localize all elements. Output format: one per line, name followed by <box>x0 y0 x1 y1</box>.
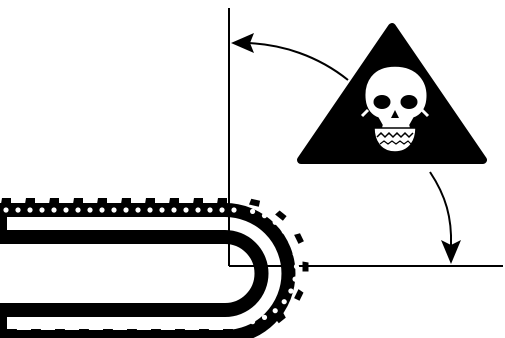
saw-chain-band <box>0 203 296 338</box>
curved-arrow-left <box>231 33 349 81</box>
chain-tooth <box>1 198 11 204</box>
chain-rivet <box>281 228 287 234</box>
chain-tooth <box>103 329 113 335</box>
chain-rivet <box>261 213 268 219</box>
curved-arrow-down <box>429 171 461 264</box>
chain-tooth <box>49 198 59 204</box>
chain-rivet <box>105 320 111 326</box>
chain-rivet <box>75 207 81 213</box>
chain-tooth <box>121 198 131 204</box>
chain-rivet <box>261 314 268 320</box>
chain-tooth <box>127 329 137 335</box>
chain-rivet <box>39 207 45 213</box>
chain-tooth <box>175 329 185 335</box>
chain-rivet <box>63 207 69 213</box>
chain-rivet <box>272 219 278 225</box>
chain-rivet <box>33 320 39 326</box>
chain-rivet <box>201 320 207 326</box>
chain-rivet <box>123 207 129 213</box>
chain-rivet <box>225 320 231 326</box>
chain-rivet <box>189 320 195 326</box>
chain-tooth <box>25 198 35 204</box>
chain-rivet <box>195 207 201 213</box>
chain-rivet <box>288 288 294 294</box>
arrowhead-left-icon <box>231 33 254 53</box>
chain-rivet <box>293 263 300 270</box>
chain-rivet <box>27 207 33 213</box>
chain-tooth <box>217 198 227 204</box>
chain-rivet <box>129 320 135 326</box>
chain-tooth <box>79 329 89 335</box>
chain-tooth <box>97 198 107 204</box>
chain-rivet <box>45 320 51 326</box>
chain-rivet <box>207 207 213 213</box>
chain-rivet <box>15 207 21 213</box>
chain-tooth <box>199 329 209 335</box>
chain-tooth <box>55 329 65 335</box>
chain-rivet <box>141 320 147 326</box>
chain-rivet <box>57 320 63 326</box>
chain-rivet <box>171 207 177 213</box>
chain-rivet <box>51 207 57 213</box>
chain-rivet <box>250 208 256 214</box>
chain-rivet <box>9 320 15 326</box>
chain-rivet <box>99 207 105 213</box>
chain-tooth <box>294 289 304 301</box>
chain-tooth <box>249 198 261 207</box>
chain-rivet <box>272 308 278 314</box>
chain-rivet <box>231 207 237 213</box>
chain-tooth <box>169 198 179 204</box>
chain-tooth <box>145 198 155 204</box>
chain-rivet <box>213 320 219 326</box>
chain-rivet <box>21 320 27 326</box>
chain-rivet <box>288 239 294 245</box>
chain-tooth <box>302 261 309 272</box>
chain-rivet <box>147 207 153 213</box>
reference-axes <box>228 8 503 267</box>
saw-chain-teeth <box>1 198 309 335</box>
saw-chain <box>0 198 309 338</box>
chain-rivet <box>81 320 87 326</box>
chain-rivet <box>69 320 75 326</box>
chain-rivet <box>219 207 225 213</box>
chain-tooth <box>73 198 83 204</box>
chain-tooth <box>275 312 286 324</box>
chain-rivet <box>87 207 93 213</box>
chain-rivet <box>111 207 117 213</box>
chain-rivet <box>177 320 183 326</box>
skull-icon <box>360 65 430 153</box>
chain-rivet <box>93 320 99 326</box>
chain-tooth <box>7 329 17 335</box>
chain-rivet <box>117 320 123 326</box>
chain-rivet <box>292 276 298 282</box>
chain-rivet <box>292 251 298 257</box>
chain-tooth <box>31 329 41 335</box>
chain-rivet <box>237 320 243 326</box>
chain-rivet <box>183 207 189 213</box>
skull-warning-icon <box>297 23 487 164</box>
arrowhead-down-icon <box>441 240 461 264</box>
chain-rivet <box>135 207 141 213</box>
chain-rivet <box>281 299 287 305</box>
chain-tooth <box>151 329 161 335</box>
chain-rivet <box>165 320 171 326</box>
chain-tooth <box>275 210 287 221</box>
chain-rivet <box>153 320 159 326</box>
chain-rivet <box>3 207 9 213</box>
saw-chain-rivets <box>3 207 300 326</box>
chain-tooth <box>193 198 203 204</box>
chain-tooth <box>249 326 260 335</box>
chain-rivet <box>250 319 256 325</box>
chain-tooth <box>223 329 233 335</box>
chain-tooth <box>294 233 304 244</box>
chain-rivet <box>159 207 165 213</box>
